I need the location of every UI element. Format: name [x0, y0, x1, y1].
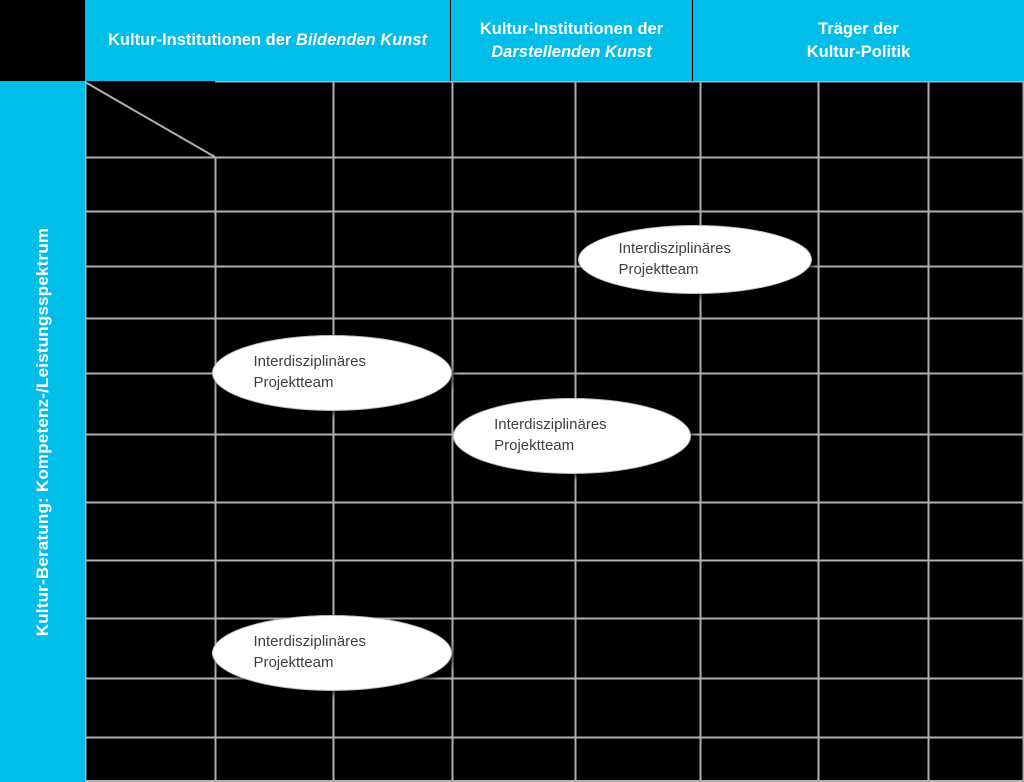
column-header-line1: Kultur-Institutionen der: [479, 20, 664, 39]
column-header-line2: Kultur-Politik: [806, 42, 911, 61]
node-label-line1: Interdisziplinäres: [494, 416, 607, 434]
node-label-line1: Interdisziplinäres: [618, 239, 731, 257]
column-header-line2: Bildenden Kunst: [295, 31, 427, 50]
node-label-line2: Projektteam: [618, 260, 699, 278]
column-header-bildende-kunst[interactable]: Kultur-Institutionen der Bildenden Kunst: [85, 0, 450, 81]
corner-cell: [0, 0, 85, 81]
column-header-kultur-politik[interactable]: Träger der Kultur-Politik: [692, 0, 1024, 81]
column-header-line2: Darstellenden Kunst: [491, 42, 652, 61]
node-label-line1: Interdisziplinäres: [253, 353, 367, 371]
row-axis-label-panel[interactable]: Kultur-Beratung: Kompetenz-/Leistungsspe…: [0, 81, 85, 782]
node-label-line2: Projektteam: [253, 654, 334, 671]
column-header-darstellende-kunst[interactable]: Kultur-Institutionen der Darstellenden K…: [450, 0, 692, 81]
column-header-line1: Kultur-Institutionen der: [107, 31, 292, 50]
corner-diagonal-line: [85, 81, 216, 158]
row-axis-label: Kultur-Beratung: Kompetenz-/Leistungsspe…: [32, 227, 52, 636]
node-label-line2: Projektteam: [494, 437, 575, 454]
node-label-line2: Projektteam: [253, 374, 334, 391]
node-label-line1: Interdisziplinäres: [253, 633, 367, 651]
column-header-line1: Träger der: [818, 20, 899, 39]
